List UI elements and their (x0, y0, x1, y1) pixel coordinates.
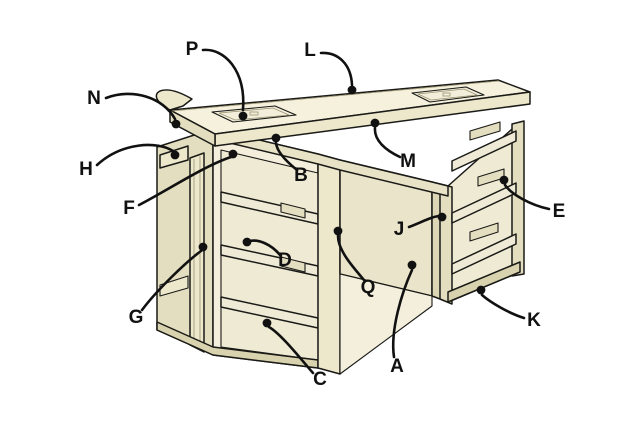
right-shelf-top (451, 130, 517, 172)
right-pedestal-shelves (451, 130, 517, 275)
top-inset-left (211, 105, 297, 123)
right-pedestal-bottom-band (447, 261, 521, 303)
callout-leader-p (201, 48, 245, 112)
callout-leader-c (267, 325, 315, 375)
callout-label-g: G (128, 307, 144, 328)
desk-top-left-edge (169, 109, 216, 147)
cleat-left-low (280, 256, 306, 273)
callout-dot-k (476, 285, 486, 295)
callout-leader-h (95, 143, 175, 167)
callout-label-m: M (400, 151, 416, 172)
top-inset-right (411, 86, 485, 103)
right-pedestal-cleats (469, 121, 505, 242)
callout-label-k: K (527, 310, 541, 331)
callout-label-n: N (87, 88, 101, 109)
callout-label-d: D (278, 250, 292, 271)
top-inset-left-outer (211, 105, 297, 123)
front-apron (212, 128, 449, 197)
right-pedestal (431, 120, 525, 305)
desk-top-left-nose (155, 89, 193, 111)
callout-leader-b (274, 141, 299, 172)
callout-dot-g (198, 242, 208, 252)
knee-hole-floor (339, 273, 433, 375)
callout-dot-q (333, 226, 343, 236)
callout-dot-c (262, 318, 272, 328)
callout-label-h: H (79, 159, 93, 180)
callout-leader-g (140, 249, 203, 312)
callout-dot-f (228, 149, 238, 159)
callout-dot-p (238, 111, 248, 121)
right-pedestal-front-stile (439, 183, 453, 305)
callout-leader-e (503, 183, 551, 211)
top-inset-right-inner (416, 88, 479, 101)
callout-leader-d (248, 239, 282, 257)
callout-dot-d (242, 237, 252, 247)
top-inset-right-outer (411, 86, 485, 103)
desk-top (155, 79, 531, 147)
callout-dot-l (347, 85, 357, 95)
cleat-right-upper (469, 121, 501, 141)
callout-label-p: P (185, 39, 199, 60)
callout-label-q: Q (360, 277, 376, 298)
callout-dot-n (171, 119, 181, 129)
callout-label-f: F (123, 198, 135, 219)
top-inset-left-inner (218, 107, 290, 121)
callout-leaders (95, 48, 551, 375)
callout-leader-q (336, 234, 366, 282)
callout-label-j: J (393, 219, 405, 240)
callout-dot-j (437, 212, 447, 222)
callout-dot-a (407, 260, 417, 270)
right-shelf-bottom (451, 233, 517, 275)
callout-dot-e (499, 175, 509, 185)
left-pedestal-side-rail-lower (159, 275, 189, 297)
callout-label-l: L (304, 40, 316, 61)
callout-leader-l (319, 51, 354, 87)
callout-label-b: B (294, 165, 308, 186)
cleat-left-mid (280, 202, 306, 219)
callout-dot-m (370, 118, 380, 128)
knee-hole-left-divider (317, 153, 341, 375)
callout-label-e: E (552, 201, 566, 222)
callout-leader-n (104, 92, 177, 121)
cleat-right-low (469, 222, 499, 242)
desk-assembly (155, 79, 531, 375)
top-inset-left-mark (249, 111, 259, 116)
right-shelf-mid (451, 182, 517, 224)
callout-dot-h (170, 150, 180, 160)
callout-leader-a (391, 268, 414, 359)
callout-leader-k (480, 293, 526, 320)
callout-label-a: A (390, 356, 404, 377)
top-inset-right-mark (442, 92, 451, 97)
callout-dot-b (271, 133, 281, 143)
callout-leader-f (137, 155, 233, 207)
callout-leader-m (373, 126, 402, 159)
callout-label-c: C (313, 369, 327, 390)
